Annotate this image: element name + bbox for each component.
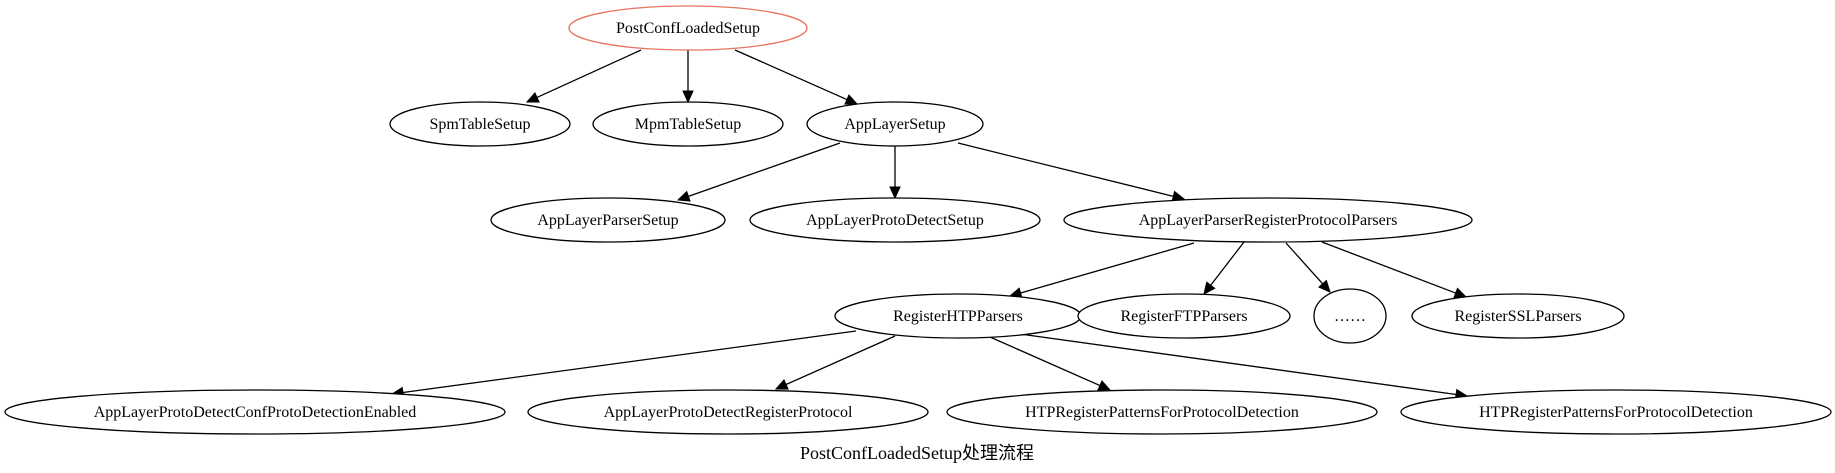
node-ellipse — [568, 5, 808, 51]
edge-register-htp-parsers-to-htp-register-patterns-2 — [1019, 333, 1469, 401]
node-ellipse — [946, 389, 1378, 435]
edge-register-htp-parsers-to-htp-register-patterns-1 — [989, 336, 1112, 391]
edge-app-layer-setup-to-app-layer-parser-setup — [676, 142, 841, 202]
node-label: PostConfLoadedSetup — [616, 20, 760, 37]
edge-line — [1019, 333, 1457, 396]
node-ellipse — [1400, 389, 1832, 435]
node-register-ssl-parsers: RegisterSSLParsers — [1411, 293, 1625, 339]
edge-line — [536, 49, 642, 99]
node-label: AppLayerSetup — [844, 116, 945, 133]
node-mpm-table-setup: MpmTableSetup — [592, 101, 784, 147]
node-label: AppLayerProtoDetectConfProtoDetectionEna… — [94, 404, 417, 421]
node-ellipse — [490, 197, 726, 243]
node-app-layer-proto-detect-conf-proto-detection-enabled: AppLayerProtoDetectConfProtoDetectionEna… — [4, 389, 506, 435]
node-htp-register-patterns-1: HTPRegisterPatternsForProtocolDetection — [946, 389, 1378, 435]
arrowhead — [889, 186, 901, 200]
edge-app-layer-parser-register-protocol-parsers-to-register-ftp-parsers — [1203, 241, 1245, 295]
arrowhead — [1318, 279, 1331, 293]
edge-line — [402, 330, 857, 394]
node-label: MpmTableSetup — [635, 116, 741, 133]
arrowhead — [682, 90, 694, 104]
node-ellipse — [592, 101, 784, 147]
node-label: RegisterFTPParsers — [1120, 308, 1247, 325]
node-label: HTPRegisterPatternsForProtocolDetection — [1479, 404, 1753, 421]
edge-line — [989, 336, 1101, 387]
edge-app-layer-setup-to-app-layer-parser-register-protocol-parsers — [957, 142, 1186, 202]
edge-app-layer-setup-to-app-layer-proto-detect-setup — [889, 146, 901, 200]
edge-line — [688, 142, 841, 197]
node-ellipse — [806, 101, 984, 147]
arrowhead — [525, 91, 540, 103]
node-post-conf-loaded-setup: PostConfLoadedSetup — [568, 5, 808, 51]
node-label: AppLayerParserSetup — [537, 212, 678, 229]
edge-post-conf-loaded-setup-to-app-layer-setup — [734, 49, 859, 105]
edge-line — [734, 49, 848, 101]
node-label: RegisterHTPParsers — [893, 308, 1023, 325]
arrowhead — [1097, 380, 1112, 391]
node-app-layer-parser-register-protocol-parsers: AppLayerParserRegisterProtocolParsers — [1063, 197, 1473, 243]
node-ellipse — [389, 101, 571, 147]
node-ellipse — [1411, 293, 1625, 339]
node-app-layer-proto-detect-setup: AppLayerProtoDetectSetup — [749, 197, 1041, 243]
node-label: HTPRegisterPatternsForProtocolDetection — [1025, 404, 1299, 421]
edges-layer — [390, 49, 1469, 401]
diagram-caption: PostConfLoadedSetup处理流程 — [800, 443, 1034, 463]
node-ellipse — [527, 389, 929, 435]
node-spm-table-setup: SpmTableSetup — [389, 101, 571, 147]
node-label: AppLayerProtoDetectRegisterProtocol — [604, 404, 853, 421]
edge-line — [1210, 241, 1245, 286]
edge-post-conf-loaded-setup-to-spm-table-setup — [525, 49, 642, 103]
node-app-layer-proto-detect-register-protocol: AppLayerProtoDetectRegisterProtocol — [527, 389, 929, 435]
arrowhead — [774, 379, 789, 390]
node-label: AppLayerParserRegisterProtocolParsers — [1139, 212, 1398, 229]
node-ellipse — [1063, 197, 1473, 243]
node-register-ftp-parsers: RegisterFTPParsers — [1077, 293, 1291, 339]
arrowhead — [676, 190, 691, 202]
node-htp-register-patterns-2: HTPRegisterPatternsForProtocolDetection — [1400, 389, 1832, 435]
node-label: …… — [1334, 308, 1366, 325]
arrowhead — [1203, 281, 1216, 295]
node-label: SpmTableSetup — [429, 116, 530, 133]
edge-line — [785, 335, 896, 386]
node-label: RegisterSSLParsers — [1454, 308, 1581, 325]
node-ellipse — [1313, 288, 1387, 344]
node-app-layer-setup: AppLayerSetup — [806, 101, 984, 147]
node-ellipsis: …… — [1313, 288, 1387, 344]
edge-line — [957, 142, 1174, 197]
node-register-htp-parsers: RegisterHTPParsers — [834, 293, 1082, 339]
edge-app-layer-parser-register-protocol-parsers-to-register-htp-parsers — [1008, 242, 1195, 299]
edge-post-conf-loaded-setup-to-mpm-table-setup — [682, 50, 694, 104]
edge-app-layer-parser-register-protocol-parsers-to-ellipsis — [1285, 242, 1331, 293]
edge-register-htp-parsers-to-app-layer-proto-detect-register-protocol — [774, 335, 896, 390]
edge-line — [1285, 242, 1324, 285]
node-app-layer-parser-setup: AppLayerParserSetup — [490, 197, 726, 243]
edge-line — [1321, 241, 1456, 294]
node-ellipse — [749, 197, 1041, 243]
node-ellipse — [1077, 293, 1291, 339]
node-ellipse — [4, 389, 506, 435]
edge-line — [1020, 242, 1195, 294]
node-label: AppLayerProtoDetectSetup — [806, 212, 984, 229]
arrowhead — [844, 94, 859, 105]
